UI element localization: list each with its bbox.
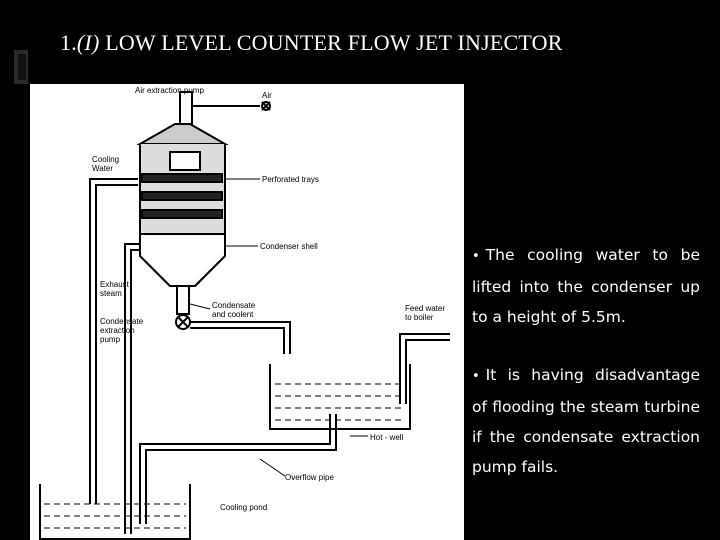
cooling-water-pipe bbox=[89, 178, 138, 504]
tray-1 bbox=[141, 173, 223, 183]
air-stack bbox=[179, 91, 193, 125]
bullet-item: •The cooling water to be lifted into the… bbox=[472, 240, 700, 332]
title-roman: (I) bbox=[76, 30, 100, 55]
bullet-dot-icon: • bbox=[472, 249, 480, 264]
title-bar bbox=[30, 0, 720, 84]
exhaust-steam-pipe bbox=[124, 243, 140, 534]
label-air-extraction-pump: Air extraction pump bbox=[135, 86, 204, 95]
title-text: LOW LEVEL COUNTER FLOW JET INJECTOR bbox=[105, 30, 563, 55]
pump-discharge-pipe bbox=[190, 321, 291, 354]
feed-water-pipe bbox=[399, 333, 450, 404]
tray-3 bbox=[141, 209, 223, 219]
bullet-list: •The cooling water to be lifted into the… bbox=[472, 240, 700, 510]
label-overflow-pipe: Overflow pipe bbox=[285, 473, 334, 482]
bullet-text: It is having disadvantage of flooding th… bbox=[472, 366, 700, 476]
label-hot-well: Hot - well bbox=[370, 433, 404, 442]
tray-2 bbox=[141, 191, 223, 201]
bullet-item: •It is having disadvantage of flooding t… bbox=[472, 360, 700, 482]
cooling-pond bbox=[39, 484, 191, 540]
bullet-text: The cooling water to be lifted into the … bbox=[472, 246, 700, 326]
title-number: 1. bbox=[60, 30, 77, 55]
slide-title: 1.(I) LOW LEVEL COUNTER FLOW JET INJECTO… bbox=[60, 30, 563, 56]
label-air: Air bbox=[262, 91, 272, 100]
title-accent-inner bbox=[18, 54, 26, 80]
label-perforated-trays: Perforated trays bbox=[262, 175, 319, 184]
hot-well bbox=[269, 364, 411, 430]
overflow-pipe bbox=[139, 414, 331, 524]
label-cooling-pond: Cooling pond bbox=[220, 503, 267, 512]
cooling-water-inlet-box bbox=[169, 151, 201, 171]
condenser-dome bbox=[136, 123, 229, 145]
label-condenser-shell: Condenser shell bbox=[260, 242, 318, 251]
bullet-dot-icon: • bbox=[472, 369, 480, 384]
